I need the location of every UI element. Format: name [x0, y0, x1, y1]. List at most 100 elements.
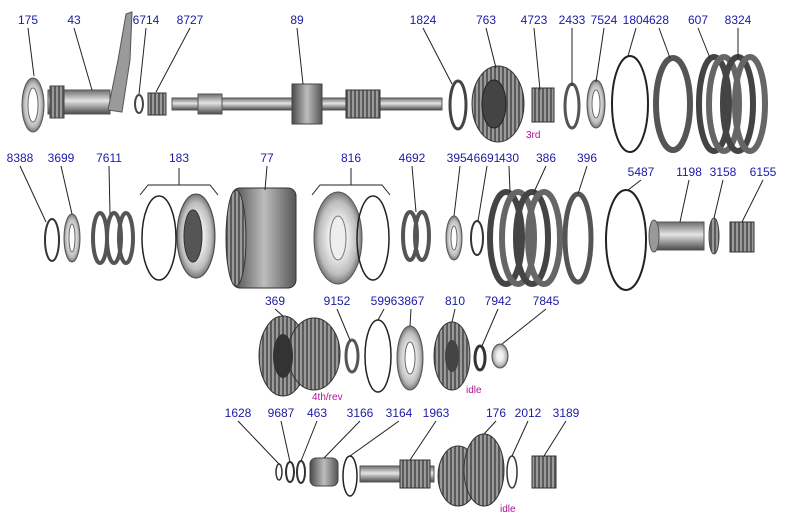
leader-line-2012: [511, 420, 529, 457]
part-1198-sleeve: [648, 219, 705, 253]
leader-line-3189: [543, 420, 567, 457]
part-label-8324: 8324: [725, 13, 752, 27]
part-7942-washer: [473, 344, 487, 372]
part-label-183: 183: [169, 151, 189, 165]
part-label-3164: 3164: [386, 406, 413, 420]
part-430-clutch-pack: [487, 189, 537, 287]
part-183-piston-set: [141, 193, 216, 281]
brackets: [139, 168, 391, 196]
leader-line-6691: [477, 165, 488, 222]
leader-line-369: [274, 308, 284, 317]
leader-line-628: [658, 27, 671, 59]
leader-line-1628: [237, 420, 280, 465]
leader-line-430: [508, 165, 511, 193]
part-label-77: 77: [260, 151, 274, 165]
part-1628-snap-ring: [275, 463, 283, 481]
part-5996-snap-ring: [364, 319, 392, 393]
part-396-clutch-plate: [562, 191, 594, 285]
leader-line-3954: [453, 165, 461, 217]
leader-line-3164: [349, 420, 400, 457]
part-label-369: 369: [265, 294, 285, 308]
part-9152-washer: [344, 338, 360, 374]
part-3158-thrust-washer: [708, 217, 720, 255]
leader-line-9687: [280, 420, 291, 463]
part-label-2012: 2012: [515, 406, 542, 420]
part-label-607: 607: [688, 13, 708, 27]
part-6155-needle-bearing: [729, 221, 755, 253]
leader-line-5996: [377, 308, 385, 321]
part-label-43: 43: [67, 13, 81, 27]
part-3954-washer: [445, 215, 463, 261]
part-label-1963: 1963: [423, 406, 450, 420]
note-4th-rev: 4th/rev: [312, 392, 343, 403]
leader-line-4692: [411, 165, 417, 213]
part-label-5487: 5487: [628, 165, 655, 179]
part-label-175: 175: [18, 13, 38, 27]
part-label-396: 396: [577, 151, 597, 165]
leader-line-1963: [409, 420, 437, 461]
part-4723-bearing: [531, 87, 555, 123]
part-label-1824: 1824: [410, 13, 437, 27]
leader-line-4723: [533, 27, 541, 91]
part-label-6691: 6691: [474, 151, 501, 165]
part-463-washer: [296, 460, 306, 484]
part-7524-washer: [586, 79, 606, 129]
part-label-463: 463: [307, 406, 327, 420]
part-label-176: 176: [486, 406, 506, 420]
leader-line-7942: [481, 308, 499, 347]
leader-lines: [19, 27, 764, 465]
part-label-9687: 9687: [268, 406, 295, 420]
part-label-816: 816: [341, 151, 361, 165]
part-7611-seal-rings: [91, 211, 135, 265]
part-label-3166: 3166: [347, 406, 374, 420]
leader-line-7524: [595, 27, 605, 83]
leader-line-396: [577, 165, 588, 195]
part-label-3189: 3189: [553, 406, 580, 420]
part-3164-snap-ring: [342, 455, 358, 497]
part-816-piston-set: [313, 191, 390, 285]
leader-line-6714: [138, 27, 147, 95]
part-label-1198: 1198: [676, 165, 702, 179]
leader-line-8388: [19, 165, 47, 223]
part-label-810: 810: [445, 294, 465, 308]
part-label-8388: 8388: [7, 151, 34, 165]
leader-line-386: [533, 165, 547, 193]
leader-line-3867: [409, 308, 412, 327]
part-label-2433: 2433: [559, 13, 586, 27]
part-2433-ring: [563, 82, 581, 130]
leader-line-810: [451, 308, 456, 323]
part-1963-output-shaft: [359, 459, 435, 489]
part-176-gear: [437, 433, 505, 507]
part-label-9152: 9152: [324, 294, 351, 308]
part-label-3954: 3954: [447, 151, 474, 165]
part-9687-snap-ring: [285, 461, 295, 483]
leader-line-175: [27, 27, 35, 77]
leader-line-5487: [627, 179, 642, 191]
part-43-shift-fork-shaft: [47, 11, 133, 119]
leader-line-1804: [627, 27, 637, 57]
part-label-3867: 3867: [398, 294, 425, 308]
part-label-1804: 1804: [623, 13, 650, 27]
part-label-763: 763: [476, 13, 496, 27]
part-label-8727: 8727: [177, 13, 204, 27]
part-7845-nut: [491, 343, 509, 369]
part-label-386: 386: [536, 151, 556, 165]
leader-line-176: [483, 420, 497, 435]
part-6714-snap-ring: [134, 94, 144, 114]
part-label-3699: 3699: [48, 151, 75, 165]
part-369-cluster-gear: [258, 315, 341, 397]
part-label-7845: 7845: [533, 294, 560, 308]
part-4692-seal-rings: [401, 210, 431, 262]
note-idle-810: idle: [466, 385, 482, 396]
part-175-bearing-ring: [21, 77, 45, 133]
leader-line-463: [300, 420, 318, 462]
part-label-89: 89: [290, 13, 304, 27]
part-label-6714: 6714: [133, 13, 160, 27]
part-77-clutch-drum: [225, 187, 297, 289]
part-8727-needle-bearing: [147, 92, 167, 116]
part-label-3158: 3158: [710, 165, 737, 179]
part-5487-snap-ring: [605, 189, 647, 291]
part-3699-washer: [63, 213, 81, 263]
part-607-clutch-pack: [696, 54, 742, 154]
